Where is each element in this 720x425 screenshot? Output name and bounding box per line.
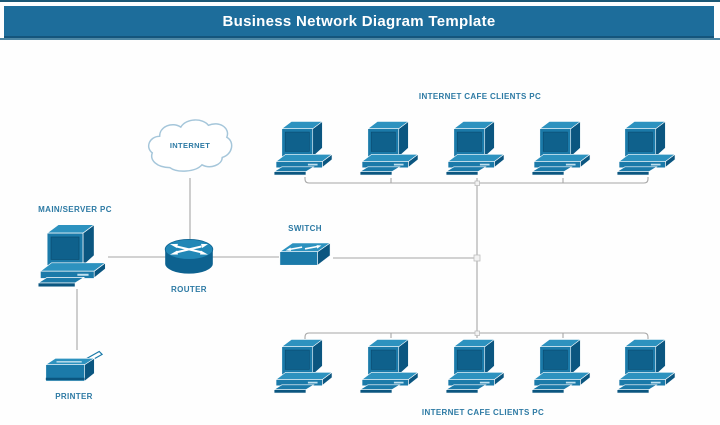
- top-border-line: [0, 0, 720, 2]
- client-pc-node: [617, 338, 679, 394]
- client-pc-node: [274, 120, 336, 176]
- clients-bottom-label: INTERNET CAFE CLIENTS PC: [421, 408, 545, 417]
- switch-label: SWITCH: [288, 224, 322, 233]
- pc-icon: [360, 120, 422, 176]
- banner-underline: [0, 38, 720, 40]
- switch-icon: [277, 241, 333, 274]
- pc-icon: [38, 223, 110, 288]
- router-icon: [163, 237, 215, 277]
- page-title: Business Network Diagram Template: [222, 12, 496, 30]
- client-pc-node: [446, 120, 508, 176]
- client-pc-node: [274, 338, 336, 394]
- pc-icon: [532, 120, 594, 176]
- pc-icon: [274, 338, 336, 394]
- clients-top-label: INTERNET CAFE CLIENTS PC: [418, 92, 542, 101]
- pc-icon: [274, 120, 336, 176]
- main-server-pc-node: [38, 223, 110, 288]
- router-label: ROUTER: [171, 285, 207, 294]
- client-pc-node: [532, 120, 594, 176]
- printer-node: [40, 348, 106, 389]
- pc-icon: [617, 338, 679, 394]
- client-pc-node: [360, 338, 422, 394]
- pc-icon: [360, 338, 422, 394]
- title-banner: Business Network Diagram Template: [4, 6, 714, 38]
- main-server-pc-label: MAIN/SERVER PC: [38, 205, 112, 214]
- switch-node: [277, 241, 333, 274]
- client-pc-node: [446, 338, 508, 394]
- pc-icon: [532, 338, 594, 394]
- client-pc-node: [532, 338, 594, 394]
- pc-icon: [446, 120, 508, 176]
- router-node: [163, 237, 215, 277]
- pc-icon: [617, 120, 679, 176]
- printer-label: PRINTER: [55, 392, 93, 401]
- client-pc-node: [617, 120, 679, 176]
- internet-label: INTERNET: [169, 141, 211, 150]
- printer-icon: [40, 348, 106, 389]
- pc-icon: [446, 338, 508, 394]
- client-pc-node: [360, 120, 422, 176]
